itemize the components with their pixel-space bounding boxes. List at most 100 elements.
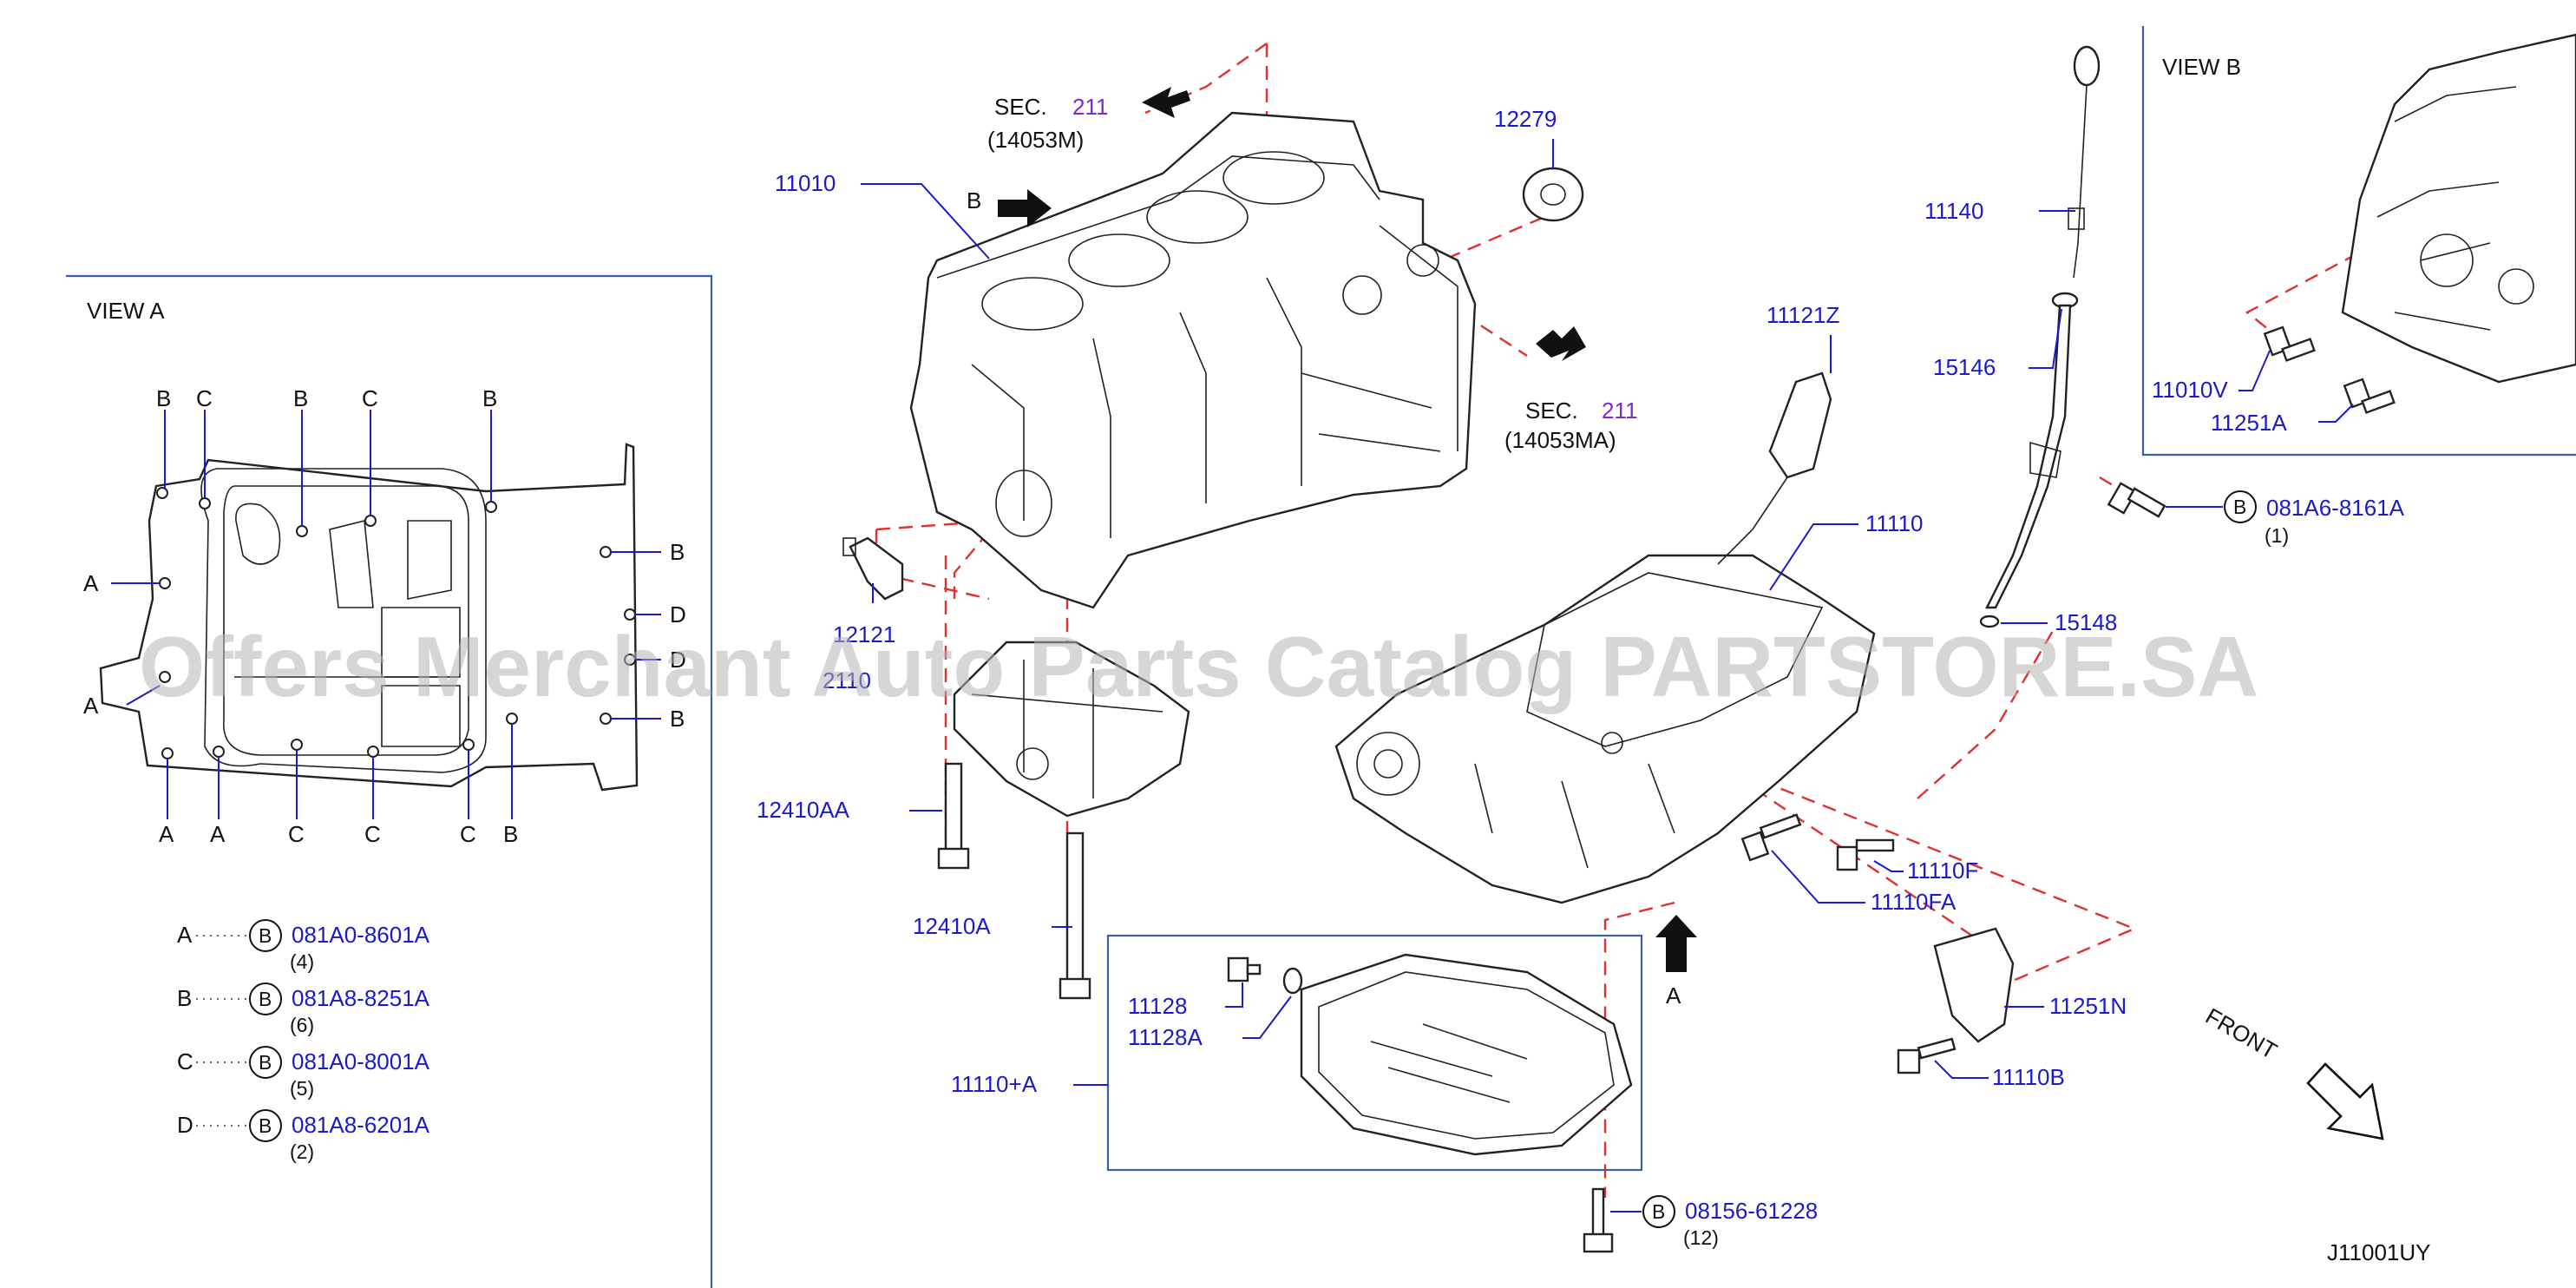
view-a-top-letter: C [196,385,213,411]
svg-text:(5): (5) [290,1077,314,1100]
legend-part-number[interactable]: 081A8-6201A [292,1112,430,1138]
diagram-code: J11001UY [2327,1239,2431,1265]
legend-row: C B 081A0-8001A (5) [177,1046,430,1100]
part-callout-11110fa[interactable]: 11110FA [1871,889,1957,915]
dipstick-tube[interactable] [1985,292,2079,609]
cylinder-block[interactable] [909,111,1477,609]
legend-part-number[interactable]: 081A0-8601A [292,922,430,948]
bolt-11110f[interactable] [1836,838,1895,871]
view-a-bottom-letter: A [159,821,174,847]
part-callout-12121[interactable]: 12121 [833,621,895,647]
bolt-11251a[interactable] [2343,378,2396,414]
view-a-right-letter: B [670,539,685,565]
sec-label: SEC. [994,94,1047,120]
view-a-bottom-letter: C [288,821,305,847]
part-callout-08156-61228[interactable]: 08156-61228 [1685,1198,1818,1224]
svg-text:A: A [177,922,193,948]
bolt-11010v[interactable] [2263,325,2316,362]
view-a-bottom-letter: A [210,821,226,847]
pan-bolt[interactable] [1583,1187,1614,1253]
direction-arrow [998,87,1697,972]
view-a-bottom-letter: C [460,821,476,847]
part-callout-2110[interactable]: 2110 [823,667,871,693]
part-callout-11110a[interactable]: 11110+A [951,1071,1038,1097]
view-a-left-letter: A [83,570,99,596]
bracket-11251n[interactable] [1933,927,2015,1043]
view-a-top-letter: B [156,385,171,411]
svg-text:B: B [2233,496,2246,518]
sec-number-link[interactable]: 211 [1602,398,1637,424]
view-a-right-letter: D [670,601,686,628]
part-callout-11128a[interactable]: 11128A [1128,1024,1203,1050]
svg-text:B: B [259,1114,272,1137]
legend-part-number[interactable]: 081A0-8001A [292,1048,430,1074]
part-callout-15148[interactable]: 15148 [2055,609,2117,635]
upper-oil-pan[interactable] [1334,554,1876,904]
part-callout-12410aa[interactable]: 12410AA [757,797,850,823]
view-b-arrow-label: B [967,187,981,214]
svg-text:(1): (1) [2265,524,2289,547]
part-callout-11110[interactable]: 11110 [1865,510,1924,536]
lower-oil-pan[interactable] [1300,953,1633,1156]
part-callout-081a6-8161a[interactable]: 081A6-8161A [2266,495,2405,521]
bolt-callout-08156: B 08156-61228 (12) [1642,1195,1818,1249]
view-a-right-letter: B [670,706,685,732]
legend-row: D B 081A8-6201A (2) [177,1109,430,1163]
part-callout-11251n[interactable]: 11251N [2049,993,2127,1019]
view-a-panel: VIEW A [66,274,713,1288]
bearing-ladder-frame[interactable] [953,641,1190,818]
bolt-11110b[interactable] [1897,1037,1957,1074]
legend-row: A B 081A0-8601A (4) [177,919,430,973]
leader-lines [861,139,2354,1212]
svg-text:B: B [259,988,272,1010]
sec-code: (14053MA) [1504,427,1616,453]
tube-bolt[interactable] [2107,482,2166,518]
bolt-12410a[interactable] [1059,831,1091,1000]
part-callout-11128[interactable]: 11128 [1128,993,1187,1019]
view-a-title: VIEW A [87,298,165,324]
part-callout-11121z[interactable]: 11121Z [1766,302,1839,328]
crankshaft-seal[interactable] [1522,167,1584,222]
legend-part-number[interactable]: 081A8-8251A [292,985,430,1011]
view-a-top-letter: C [362,385,378,411]
sec-number-link[interactable]: 211 [1072,94,1108,120]
bolt-legend: A B 081A0-8601A (4) B B 081A8-8251A (6) … [177,919,430,1163]
svg-text:(4): (4) [290,950,314,973]
view-a-bottom-letter: C [364,821,381,847]
bolt-12410aa[interactable] [937,762,970,870]
part-callout-11010v[interactable]: 11010V [2152,377,2228,403]
part-callout-11110f[interactable]: 11110F [1907,858,1978,884]
svg-text:B: B [259,1051,272,1074]
view-a-bottom-letter: B [503,821,518,847]
sec-label: SEC. [1525,398,1578,424]
drain-plug[interactable] [1227,956,1262,982]
view-b-title: VIEW B [2162,54,2241,80]
bolt-11110fa[interactable] [1740,813,1802,862]
sensor-part[interactable] [842,536,904,601]
part-callout-12410a[interactable]: 12410A [913,913,991,939]
legend-row: B B 081A8-8251A (6) [177,982,430,1036]
part-callout-11010[interactable]: 11010 [775,170,836,196]
drain-plug-washer[interactable] [1282,967,1303,995]
view-b-panel: VIEW B [2141,26,2576,457]
o-ring[interactable] [1979,614,2000,628]
oil-pan-gasket-outline [99,443,639,792]
svg-text:D: D [177,1112,193,1138]
part-callout-12279[interactable]: 12279 [1494,106,1557,132]
svg-text:(2): (2) [290,1140,314,1163]
svg-text:B: B [1652,1200,1665,1223]
part-callout-15146[interactable]: 15146 [1933,354,1996,380]
svg-text:B: B [177,985,192,1011]
part-callout-11251a[interactable]: 11251A [2211,410,2287,436]
watermark: Offers Merchant Auto Parts Catalog PARTS… [139,619,2258,714]
view-a-left-letter: A [83,693,99,719]
sec-code: (14053M) [987,127,1084,153]
view-a-top-letter: B [293,385,308,411]
bolt-callout-081a6: B 081A6-8161A (1) [2224,490,2405,547]
svg-text:(12): (12) [1683,1226,1719,1249]
oil-strainer[interactable] [1717,371,1832,565]
part-callout-11140[interactable]: 11140 [1924,198,1983,224]
oil-dipstick[interactable] [2068,45,2101,279]
part-callout-11110b[interactable]: 11110B [1992,1064,2065,1090]
